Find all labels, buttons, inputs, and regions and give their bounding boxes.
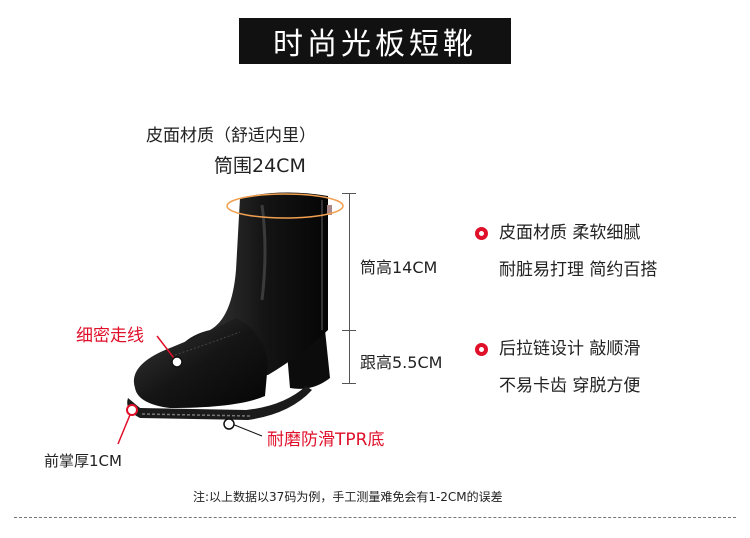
circumference-label: 筒围24CM xyxy=(214,155,306,177)
title-banner: 时尚光板短靴 xyxy=(239,18,511,64)
sole-label: 耐磨防滑TPR底 xyxy=(267,430,385,450)
dashed-divider xyxy=(14,517,736,518)
height-measure-line xyxy=(349,193,350,383)
feature-2-line-1: 后拉链设计 敲顺滑 xyxy=(499,339,641,359)
feature-bullet-icon xyxy=(475,227,488,240)
collar-ellipse xyxy=(226,193,344,219)
feature-1-line-2: 耐脏易打理 简约百搭 xyxy=(499,260,658,280)
shaft-height-label: 筒高14CM xyxy=(360,258,438,277)
measure-tick-top xyxy=(342,193,356,194)
measure-tick-mid xyxy=(342,330,356,331)
material-note: 皮面材质（舒适内里） xyxy=(146,126,316,146)
feature-bullet-icon xyxy=(475,343,488,356)
boot-sole xyxy=(127,386,312,420)
measure-tick-bottom xyxy=(342,383,356,384)
stitch-label: 细密走线 xyxy=(76,326,144,346)
boot-shaft xyxy=(168,192,328,375)
feature-2-line-2: 不易卡齿 穿脱方便 xyxy=(499,376,641,396)
boot-toe xyxy=(133,318,268,408)
footnote: 注:以上数据以37码为例，手工测量难免会有1-2CM的误差 xyxy=(193,490,503,504)
feature-1-line-1: 皮面材质 柔软细腻 xyxy=(499,223,641,243)
page-title: 时尚光板短靴 xyxy=(273,27,477,62)
heel-height-label: 跟高5.5CM xyxy=(360,353,443,372)
forefoot-label: 前掌厚1CM xyxy=(44,452,122,470)
